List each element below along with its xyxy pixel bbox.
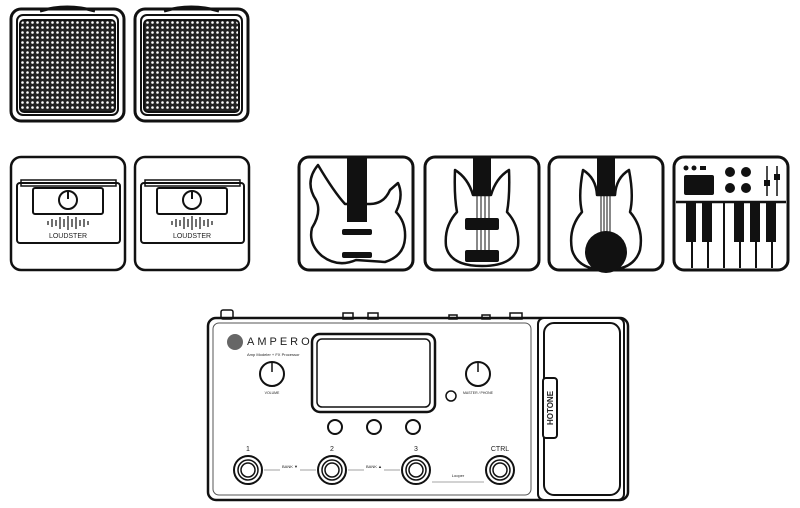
keyboard-controller-icon	[672, 155, 790, 272]
loudster-monitor-left: LOUDSTER	[9, 155, 127, 272]
footswitch-3[interactable]	[401, 455, 431, 485]
switch-2-label: 2	[330, 446, 334, 453]
electric-guitar-icon	[297, 155, 415, 272]
looper-label: Looper	[452, 473, 465, 478]
speaker-cabinet-right	[133, 5, 250, 123]
loudster-brand-label: LOUDSTER	[173, 233, 211, 240]
master-knob-label: MASTER / PHONE	[463, 391, 494, 395]
bass-guitar-icon	[423, 155, 541, 272]
footswitch-2[interactable]	[317, 455, 347, 485]
switch-1-label: 1	[246, 446, 250, 453]
loudster-monitor-right: LOUDSTER	[133, 155, 251, 272]
bank-down-label: BANK ▼	[282, 464, 298, 469]
switch-3-label: 3	[414, 446, 418, 453]
loudster-brand-label: LOUDSTER	[49, 233, 87, 240]
tagline-label: Amp Modeler + FX Processor	[247, 352, 300, 357]
switch-ctrl-label: CTRL	[491, 446, 509, 453]
footswitch-1[interactable]	[233, 455, 263, 485]
acoustic-guitar-icon	[547, 155, 665, 273]
ampero-pedal: AMPERO Amp Modeler + FX Processor VOLUME…	[206, 309, 630, 502]
volume-knob-label: VOLUME	[265, 391, 280, 395]
speaker-cabinet-left	[9, 5, 126, 123]
footswitch-ctrl[interactable]	[485, 455, 515, 485]
ampero-brand-label: AMPERO	[247, 336, 313, 348]
hotone-logo-label: HOTONE	[546, 390, 555, 425]
bank-up-label: BANK ▲	[366, 464, 382, 469]
